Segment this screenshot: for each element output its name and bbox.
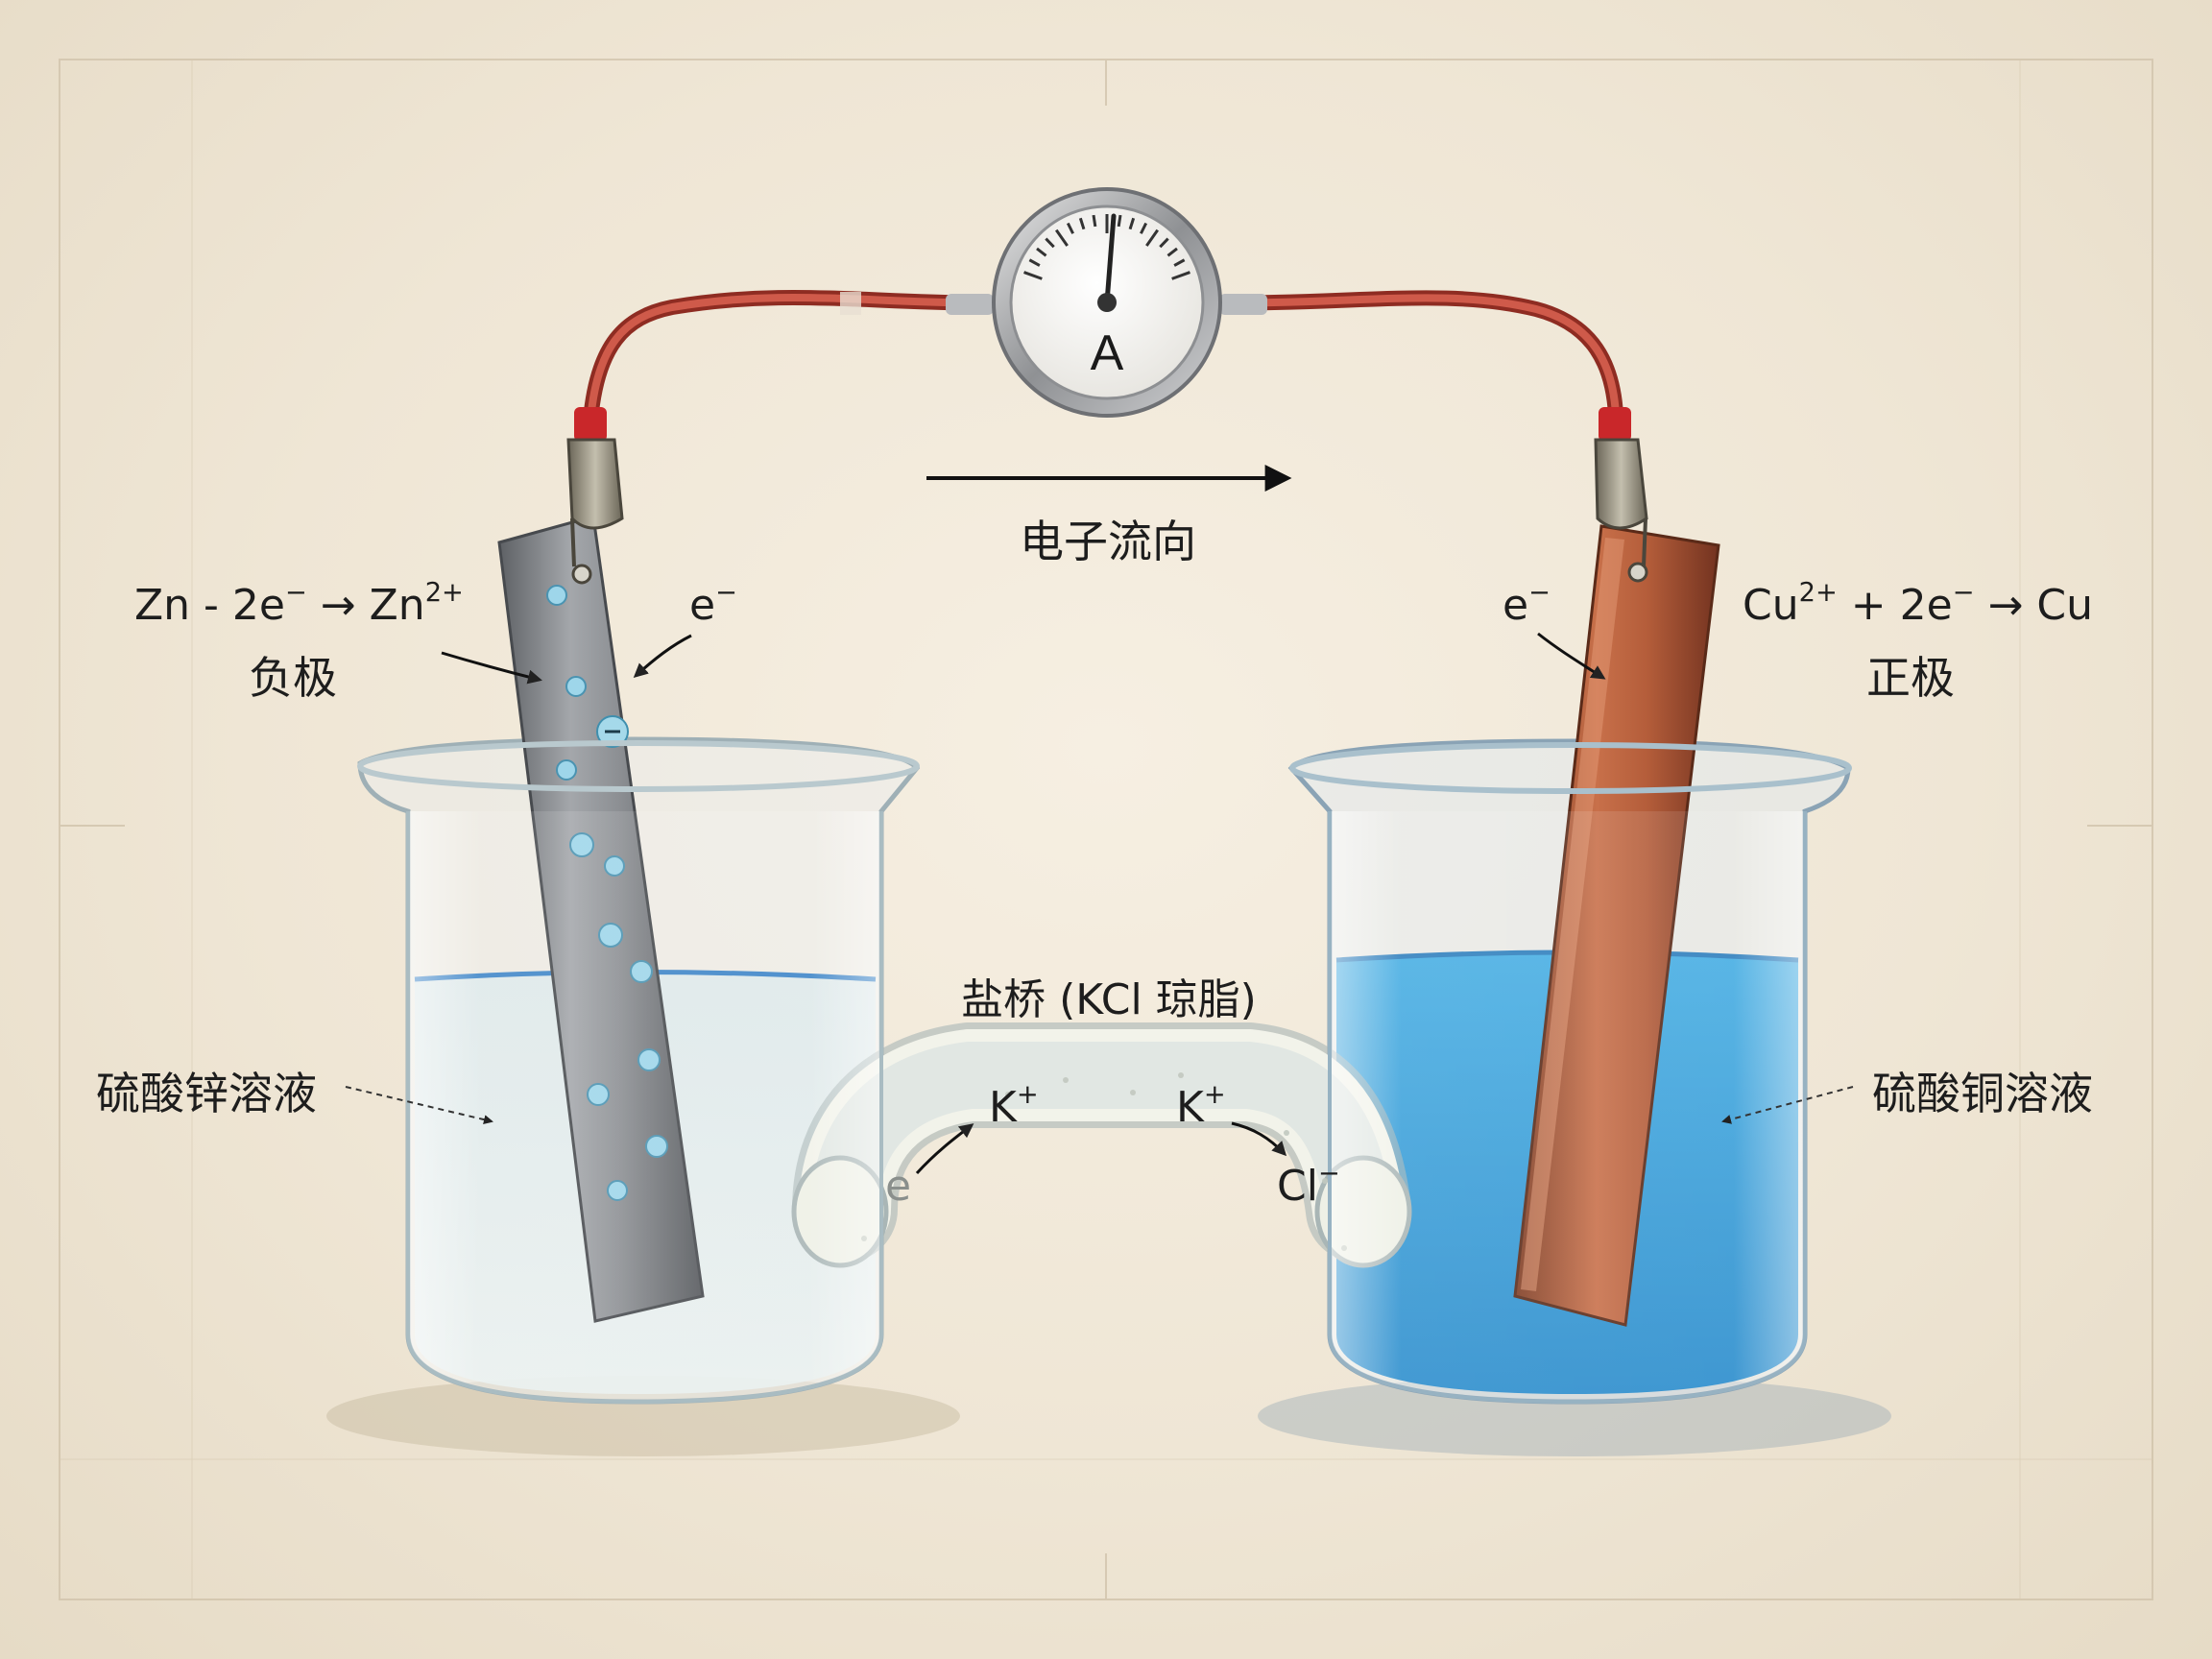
k-ion-left: K+	[989, 1079, 1039, 1132]
ammeter-scale-ticks	[1023, 214, 1190, 280]
anode-electron-label: e−	[689, 577, 737, 630]
cathode-electron-pointer	[1537, 632, 1606, 680]
scale-tick	[1117, 214, 1122, 228]
scale-tick	[1140, 222, 1148, 234]
k-ion-arrow-right	[1231, 1121, 1287, 1157]
anode-pointer	[441, 651, 542, 685]
right-alligator-clip	[1594, 407, 1648, 583]
scale-tick	[1166, 247, 1178, 257]
ammeter: A	[946, 187, 1267, 418]
zinc-beaker-rim	[357, 740, 920, 792]
cl-ion: Cl−	[1277, 1158, 1340, 1211]
scale-tick	[1028, 258, 1041, 267]
electron-in-bridge: e	[885, 1162, 912, 1211]
zinc-beaker-glass	[406, 811, 883, 1405]
scale-tick	[1036, 247, 1047, 257]
copper-beaker-glass	[1328, 811, 1807, 1405]
scale-tick	[1045, 237, 1055, 249]
scale-tick	[1128, 217, 1136, 230]
scale-tick	[1066, 222, 1074, 234]
copper-solution-label: 硫酸铜溶液	[1872, 1068, 2093, 1119]
anode-label: 负极	[249, 652, 337, 704]
scale-tick	[1078, 217, 1086, 230]
k-ion-arrow-left	[915, 1123, 974, 1175]
paper-frame-lines	[59, 59, 2153, 1600]
anode-equation: Zn - 2e− → Zn2+	[134, 577, 464, 630]
salt-bridge-label: 盐桥 (KCl 琼脂)	[961, 975, 1257, 1024]
cathode-electron-label: e−	[1503, 577, 1551, 630]
left-alligator-clip	[566, 407, 624, 585]
copper-beaker-rim	[1289, 742, 1852, 794]
anode-electron-pointer	[633, 634, 692, 679]
zinc-solution-pointer	[345, 1086, 493, 1125]
scale-tick	[1145, 228, 1159, 247]
scale-tick	[1173, 258, 1186, 267]
ammeter-needle	[1104, 213, 1117, 305]
cathode-label: 正极	[1866, 652, 1955, 704]
ammeter-symbol: A	[1091, 325, 1124, 381]
electron-flow-label: 电子流向	[1020, 516, 1196, 567]
scale-tick	[1159, 237, 1169, 249]
zinc-beaker-shadow	[326, 1376, 960, 1456]
cathode-equation: Cu2+ + 2e− → Cu	[1743, 577, 2094, 630]
zinc-solution-label: 硫酸锌溶液	[96, 1068, 317, 1119]
scale-tick	[1055, 228, 1069, 247]
copper-solution-pointer	[1721, 1086, 1854, 1124]
scale-tick	[1171, 271, 1190, 280]
scale-tick	[1092, 214, 1097, 228]
k-ion-right: K+	[1176, 1079, 1226, 1132]
scale-tick	[1023, 271, 1043, 280]
copper-beaker-shadow	[1258, 1376, 1891, 1456]
